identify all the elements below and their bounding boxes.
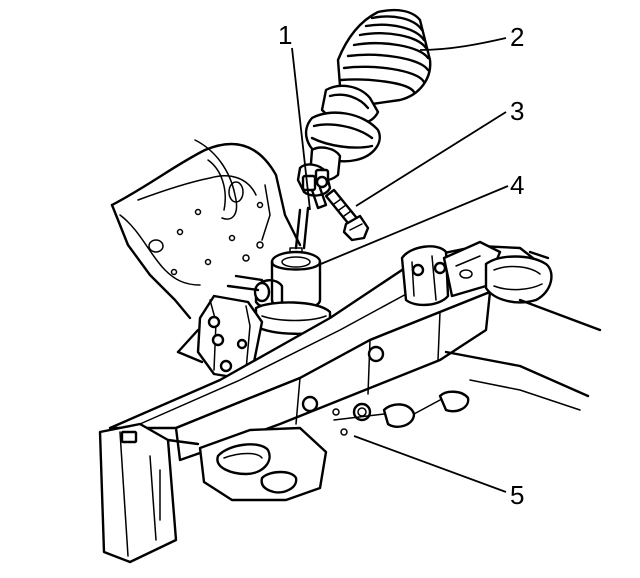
- leader-4: [315, 185, 509, 267]
- callouts: 1 2 3 4 5: [278, 20, 524, 510]
- body-structure: [110, 139, 302, 320]
- callout-2: 2: [510, 22, 524, 52]
- leader-2: [419, 37, 507, 51]
- leader-3: [355, 111, 507, 207]
- panel-hole: [148, 239, 164, 253]
- callout-5: 5: [510, 480, 524, 510]
- leader-5: [353, 435, 507, 493]
- leader-lines: [291, 37, 509, 493]
- steering-gear-input: [226, 247, 332, 335]
- callout-1: 1: [278, 20, 292, 50]
- steering-shaft-seal: [304, 8, 432, 163]
- leader-1: [291, 47, 311, 211]
- control-arm-bracket: [333, 240, 602, 428]
- intermediate-shaft-u-joint: [294, 146, 342, 250]
- callout-3: 3: [510, 96, 524, 126]
- panel-hole: [228, 181, 244, 203]
- callout-4: 4: [510, 170, 524, 200]
- pinch-bolt: [324, 188, 370, 242]
